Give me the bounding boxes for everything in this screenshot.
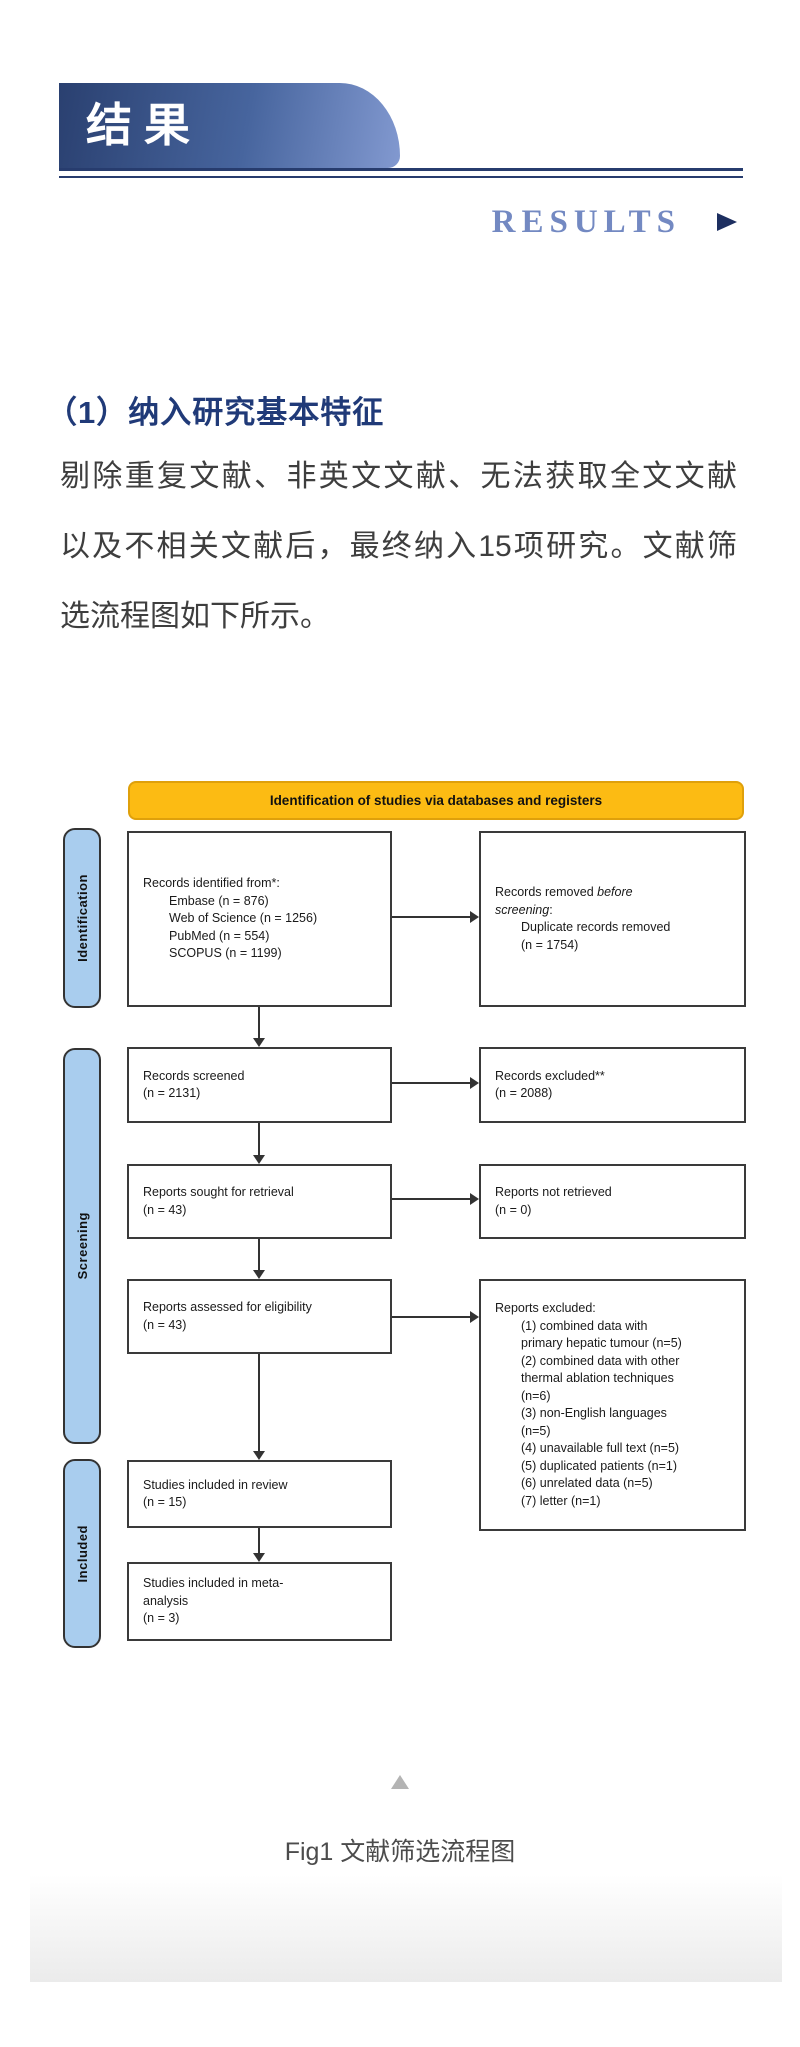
results-header-row: RESULTS xyxy=(0,202,737,242)
footer-gradient-panel xyxy=(30,1875,782,1982)
figure-caption: Fig1 文献筛选流程图 xyxy=(284,1838,516,1866)
right-arrow xyxy=(392,1082,470,1084)
body-paragraph: 剔除重复文献、非英文文献、无法获取全文文献 以及不相关文献后，最终纳入15项研究… xyxy=(60,442,737,652)
right-arrow xyxy=(392,1198,470,1200)
section-ribbon: 结果 xyxy=(59,83,400,168)
down-arrow xyxy=(258,1528,260,1553)
box-reports-sought: Reports sought for retrieval(n = 43) xyxy=(127,1164,392,1239)
down-arrow xyxy=(258,1007,260,1038)
box-reports-not-retrieved: Reports not retrieved(n = 0) xyxy=(479,1164,746,1239)
down-arrow xyxy=(258,1123,260,1155)
box-records-excluded: Records excluded**(n = 2088) xyxy=(479,1047,746,1123)
flow-banner: Identification of studies via databases … xyxy=(128,781,744,820)
stage-label-screening: Screening xyxy=(74,1212,90,1280)
results-title: RESULTS xyxy=(491,203,681,240)
paragraph-line: 选流程图如下所示。 xyxy=(60,600,330,633)
stage-bar-included: Included xyxy=(63,1459,101,1648)
down-arrow xyxy=(258,1239,260,1270)
paragraph-line: 以及不相关文献后，最终纳入15项研究。文献筛 xyxy=(60,530,737,563)
stage-label-identification: Identification xyxy=(74,874,90,962)
right-arrow xyxy=(392,916,470,918)
stage-bar-screening: Screening xyxy=(63,1048,101,1444)
box-studies-in-review: Studies included in review(n = 15) xyxy=(127,1460,392,1528)
section-ribbon-label: 结果 xyxy=(86,99,202,151)
box-reports-assessed: Reports assessed for eligibility(n = 43) xyxy=(127,1279,392,1354)
stage-bar-identification: Identification xyxy=(63,828,101,1008)
header-divider-thin xyxy=(59,176,743,178)
stage-label-included: Included xyxy=(74,1524,90,1583)
box-records-identified: Records identified from*:Embase (n = 876… xyxy=(127,831,392,1007)
header-divider-thick xyxy=(59,168,743,171)
down-arrow xyxy=(258,1354,260,1451)
right-arrow xyxy=(392,1316,470,1318)
play-arrow-icon xyxy=(717,213,737,231)
triangle-up-icon xyxy=(391,1775,409,1789)
box-studies-in-meta: Studies included in meta-analysis(n = 3) xyxy=(127,1562,392,1641)
box-records-screened: Records screened(n = 2131) xyxy=(127,1047,392,1123)
section-heading: （1）纳入研究基本特征 xyxy=(46,395,385,430)
paragraph-line: 剔除重复文献、非英文文献、无法获取全文文献 xyxy=(60,460,737,493)
